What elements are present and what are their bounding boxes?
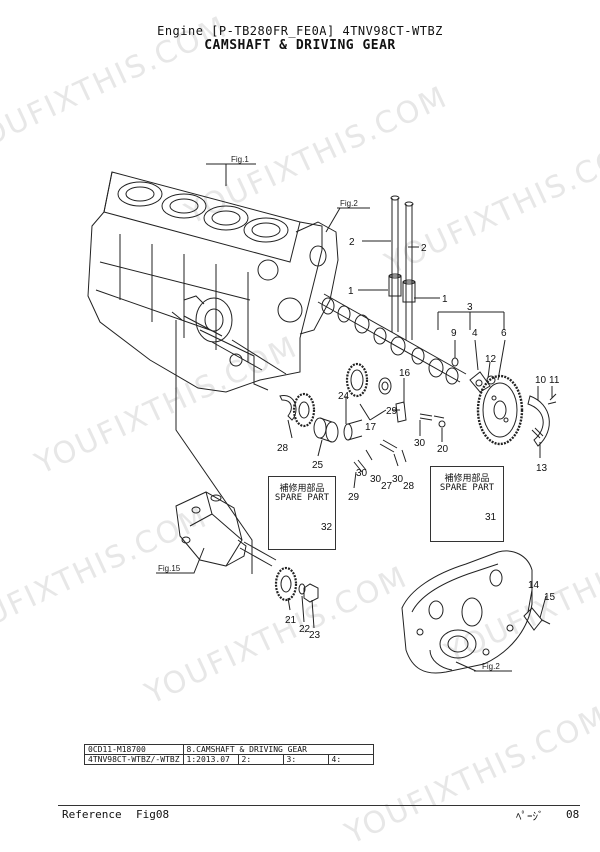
gear-case [401, 550, 533, 674]
camshaft [317, 293, 467, 385]
callout: 10 [535, 375, 547, 386]
callout: 13 [536, 463, 548, 474]
footer-page-label: ﾍﾟｰｼﾞ [516, 810, 544, 823]
callout: 30 [356, 468, 368, 479]
callout: 30 [414, 438, 426, 449]
section-title: 8.CAMSHAFT & DRIVING GEAR [182, 744, 374, 755]
revision-3: 3: [282, 754, 329, 765]
callout: 4 [472, 328, 478, 339]
callout: 25 [312, 460, 324, 471]
fig1-ref[interactable]: Fig.1 [231, 155, 249, 164]
callout: 28 [277, 443, 289, 454]
part-catalog-code: 0CD11-M18700 [84, 744, 184, 755]
spare-part-en-label: SPARE PART [274, 493, 330, 503]
idler-gear [292, 362, 392, 428]
spare-part-number: 31 [485, 512, 497, 523]
tappets [388, 273, 416, 303]
camshaft-gear [476, 374, 524, 446]
revision-2: 2: [237, 754, 284, 765]
callout: 24 [338, 391, 350, 402]
callout: 29 [386, 406, 398, 417]
callout: 2 [421, 243, 427, 254]
callout: 14 [528, 580, 540, 591]
callout: 1 [348, 286, 354, 297]
callout: 23 [309, 630, 321, 641]
callout: 22 [299, 624, 311, 635]
footer-reference: Reference [62, 808, 122, 821]
footer-rule [58, 805, 580, 806]
callout: 28 [403, 481, 415, 492]
callout: 20 [437, 444, 449, 455]
callout: 9 [451, 328, 457, 339]
fig15-ref[interactable]: Fig.15 [158, 564, 181, 573]
revision-4: 4: [327, 754, 374, 765]
spare-part-box-31: 補修用部品 SPARE PART 31 [430, 466, 504, 542]
spare-part-number: 32 [321, 522, 333, 533]
callout: 30 [370, 474, 382, 485]
callout: 15 [544, 592, 556, 603]
spare-part-en-label: SPARE PART [439, 483, 495, 493]
callout: 17 [365, 422, 377, 433]
engine-block [87, 171, 323, 393]
fig2-top-ref[interactable]: Fig.2 [340, 199, 358, 208]
callout: 3 [467, 302, 473, 313]
page-title: CAMSHAFT & DRIVING GEAR [204, 38, 396, 53]
revision-1: 1:2013.07 [182, 754, 239, 765]
footer-page-number: 08 [566, 808, 580, 821]
callout: 29 [348, 492, 360, 503]
model-code: 4TNV98CT-WTBZ/-WTBZ [84, 754, 184, 765]
header-model-line: Engine [P-TB280FR_FE0A] 4TNV98CT-WTBZ [157, 24, 443, 38]
spare-part-jp-label: 補修用部品 [444, 474, 490, 484]
push-rods [390, 195, 414, 340]
fuel-injection-pump [175, 491, 277, 567]
callout: 1 [442, 294, 448, 305]
spare-part-box-32: 補修用部品 SPARE PART 32 [268, 476, 336, 550]
callout: 30 [392, 474, 404, 485]
drawing-info-table: 0CD11-M18700 8.CAMSHAFT & DRIVING GEAR 4… [84, 744, 374, 765]
footer-fig[interactable]: Fig08 [136, 808, 170, 821]
callout: 11 [549, 375, 560, 386]
fig2-bottom-ref[interactable]: Fig.2 [482, 662, 500, 671]
spare-part-jp-label: 補修用部品 [279, 484, 325, 494]
callout: 2 [349, 237, 355, 248]
callout: 12 [485, 354, 497, 365]
callout: 6 [501, 328, 507, 339]
callout: 16 [399, 368, 411, 379]
callout: 27 [381, 481, 393, 492]
callout: 21 [285, 615, 297, 626]
